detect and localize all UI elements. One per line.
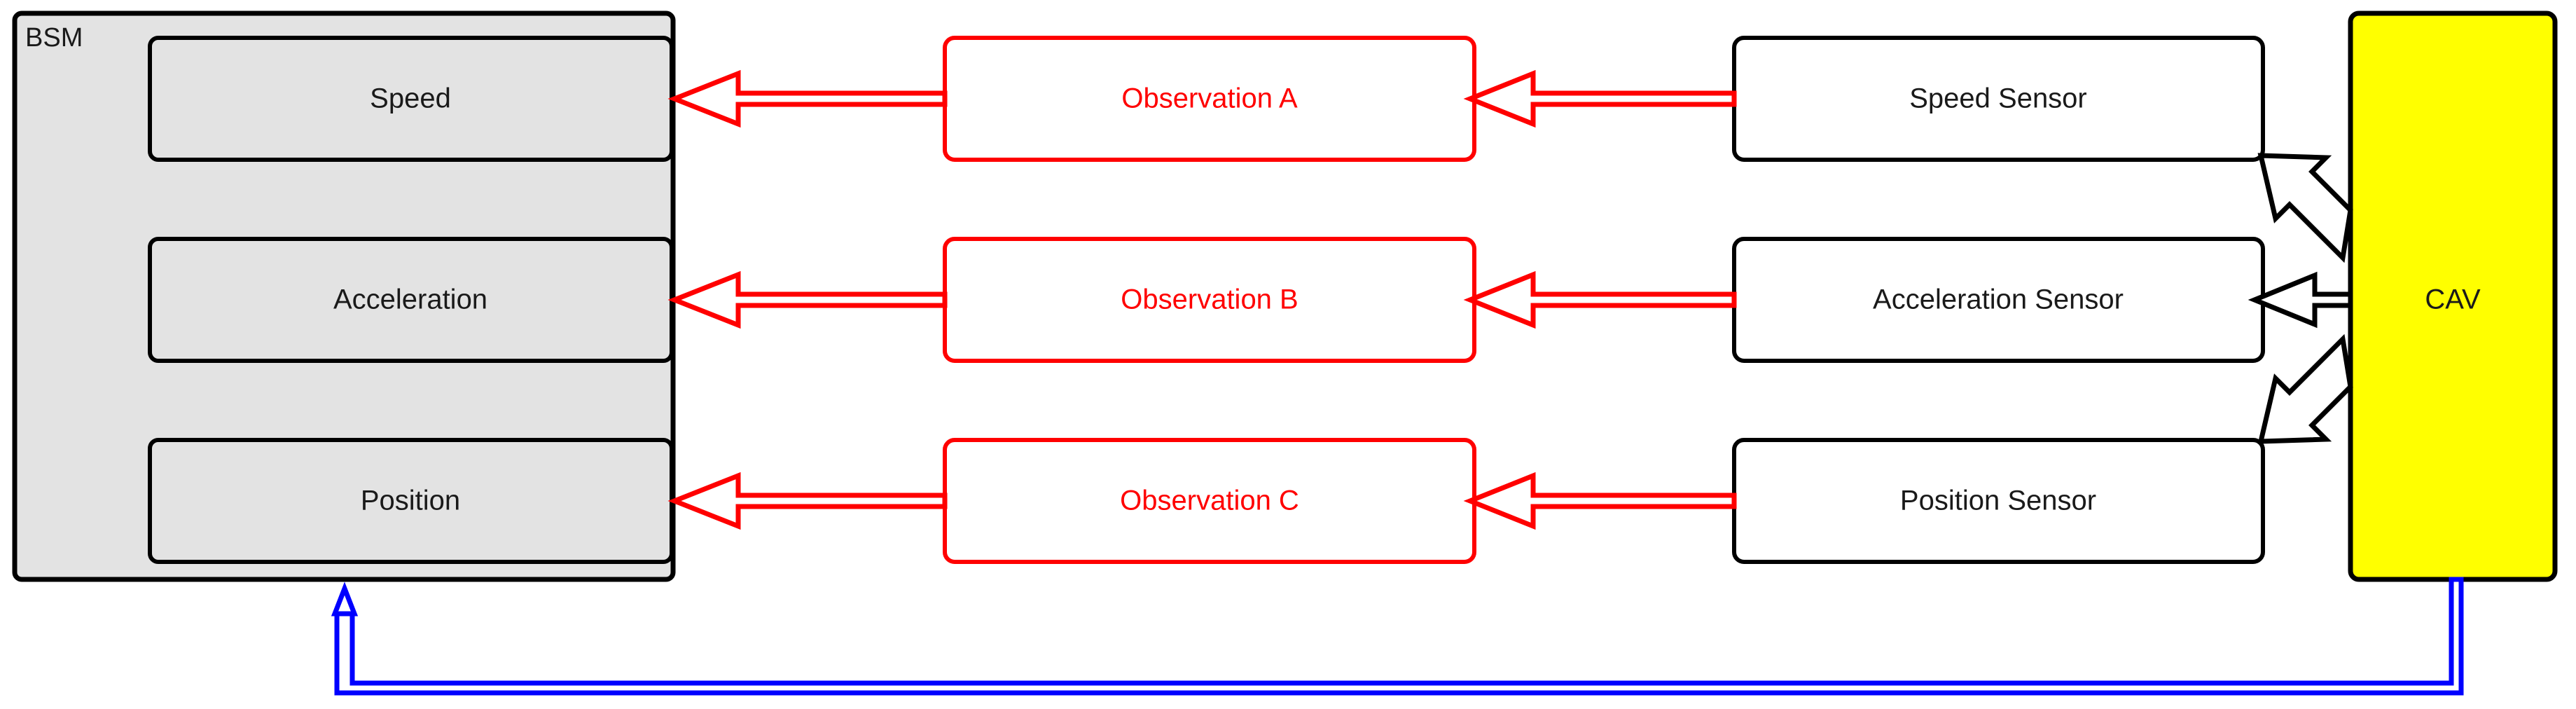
bsm-field-acceleration-label: Acceleration bbox=[333, 284, 487, 315]
observation-a-label: Observation A bbox=[1121, 83, 1298, 114]
acceleration-sensor[interactable]: Acceleration Sensor bbox=[1732, 237, 2265, 363]
bsm-group-label: BSM bbox=[25, 23, 83, 53]
observation-c-to-position-arrow bbox=[667, 471, 948, 530]
acceleration-sensor-label: Acceleration Sensor bbox=[1873, 284, 2124, 315]
bsm-field-position-label: Position bbox=[361, 486, 460, 516]
observation-b-to-acceleration-arrow bbox=[667, 270, 948, 329]
bsm-field-speed[interactable]: Speed bbox=[148, 36, 674, 162]
bsm-field-acceleration[interactable]: Acceleration bbox=[148, 237, 674, 363]
observation-a-to-speed-arrow bbox=[667, 69, 948, 128]
cav-node[interactable]: CAV bbox=[2348, 11, 2558, 582]
cav-to-speed-sensor-arrow bbox=[2257, 153, 2353, 263]
cav-to-acceleration-sensor-arrow bbox=[2248, 271, 2353, 329]
bsm-field-position[interactable]: Position bbox=[148, 438, 674, 564]
cav-label: CAV bbox=[2425, 284, 2481, 315]
observation-a[interactable]: Observation A bbox=[943, 36, 1476, 162]
cav-to-position-sensor-arrow bbox=[2257, 333, 2353, 444]
observation-b-label: Observation B bbox=[1121, 284, 1298, 315]
observation-b[interactable]: Observation B bbox=[943, 237, 1476, 363]
cav-to-bsm-feedback-arrow bbox=[331, 577, 2464, 696]
position-sensor-label: Position Sensor bbox=[1900, 486, 2096, 516]
acceleration-sensor-to-observation-b-arrow bbox=[1463, 270, 1737, 329]
position-sensor-to-observation-c-arrow bbox=[1463, 471, 1737, 530]
speed-sensor-label: Speed Sensor bbox=[1909, 83, 2087, 114]
bsm-field-speed-label: Speed bbox=[370, 83, 451, 114]
position-sensor[interactable]: Position Sensor bbox=[1732, 438, 2265, 564]
observation-c-label: Observation C bbox=[1120, 486, 1299, 516]
speed-sensor[interactable]: Speed Sensor bbox=[1732, 36, 2265, 162]
observation-c[interactable]: Observation C bbox=[943, 438, 1476, 564]
speed-sensor-to-observation-a-arrow bbox=[1463, 69, 1737, 128]
